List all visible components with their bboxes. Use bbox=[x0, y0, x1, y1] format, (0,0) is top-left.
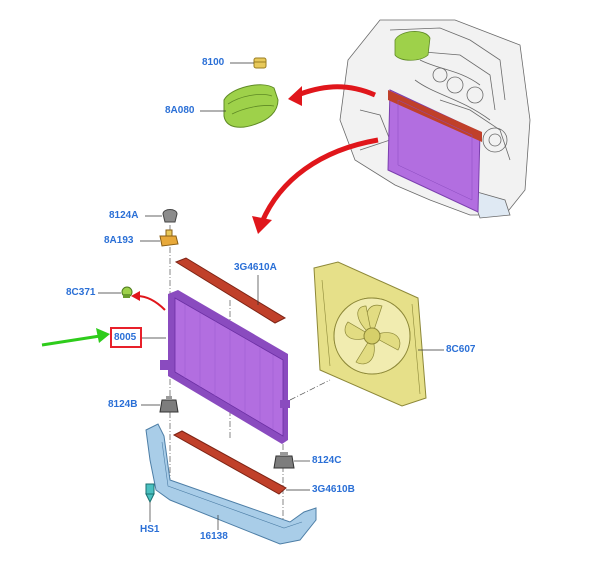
lower-mount-left-icon bbox=[159, 396, 179, 413]
lower-mount-right-icon bbox=[273, 452, 295, 469]
label-support-16138[interactable]: 16138 bbox=[200, 531, 228, 542]
radiator-pointer-arrowhead bbox=[252, 216, 272, 234]
label-shroud-8c607[interactable]: 8C607 bbox=[446, 344, 476, 355]
plug-pointer-arrowhead bbox=[131, 291, 140, 301]
support-bracket-icon bbox=[145, 423, 317, 545]
tank-pointer-arrow bbox=[294, 84, 376, 99]
label-cap-8100[interactable]: 8100 bbox=[202, 57, 225, 68]
label-radiator-8005[interactable]: 8005 bbox=[114, 332, 137, 343]
label-insulator-8a193[interactable]: 8A193 bbox=[104, 235, 134, 246]
installed-radiator-icon bbox=[387, 89, 482, 213]
lower-air-seal-icon bbox=[172, 430, 287, 495]
indicator-arrow-head bbox=[96, 328, 110, 343]
label-lower-mount-8124c[interactable]: 8124C bbox=[312, 455, 342, 466]
radiator-icon bbox=[160, 290, 290, 444]
indicator-arrow-shaft bbox=[41, 334, 101, 347]
drain-plug-icon bbox=[121, 286, 133, 298]
label-plug-8c371[interactable]: 8C371 bbox=[66, 287, 96, 298]
label-lower-seal-3g4610b[interactable]: 3G4610B bbox=[312, 484, 355, 495]
radiator-highlight-box bbox=[110, 327, 142, 348]
air-seal-icon bbox=[174, 257, 287, 324]
expansion-tank-icon bbox=[223, 84, 279, 128]
mount-bushing-icon bbox=[162, 209, 178, 223]
radiator-pointer-arrow bbox=[259, 137, 379, 223]
label-upper-mount-8124a[interactable]: 8124A bbox=[109, 210, 139, 221]
label-lower-mount-8124b[interactable]: 8124B bbox=[108, 399, 138, 410]
tank-pointer-arrowhead bbox=[288, 86, 302, 106]
fan-shroud-icon bbox=[313, 261, 427, 407]
filler-cap-icon bbox=[253, 57, 267, 69]
clip-icon bbox=[145, 483, 155, 504]
upper-insulator-icon bbox=[159, 229, 179, 247]
label-upper-seal-3g4610a[interactable]: 3G4610A bbox=[234, 262, 277, 273]
label-clip-hs1[interactable]: HS1 bbox=[140, 524, 160, 535]
plug-pointer-arrow bbox=[136, 295, 166, 311]
label-tank-8a080[interactable]: 8A080 bbox=[165, 105, 195, 116]
